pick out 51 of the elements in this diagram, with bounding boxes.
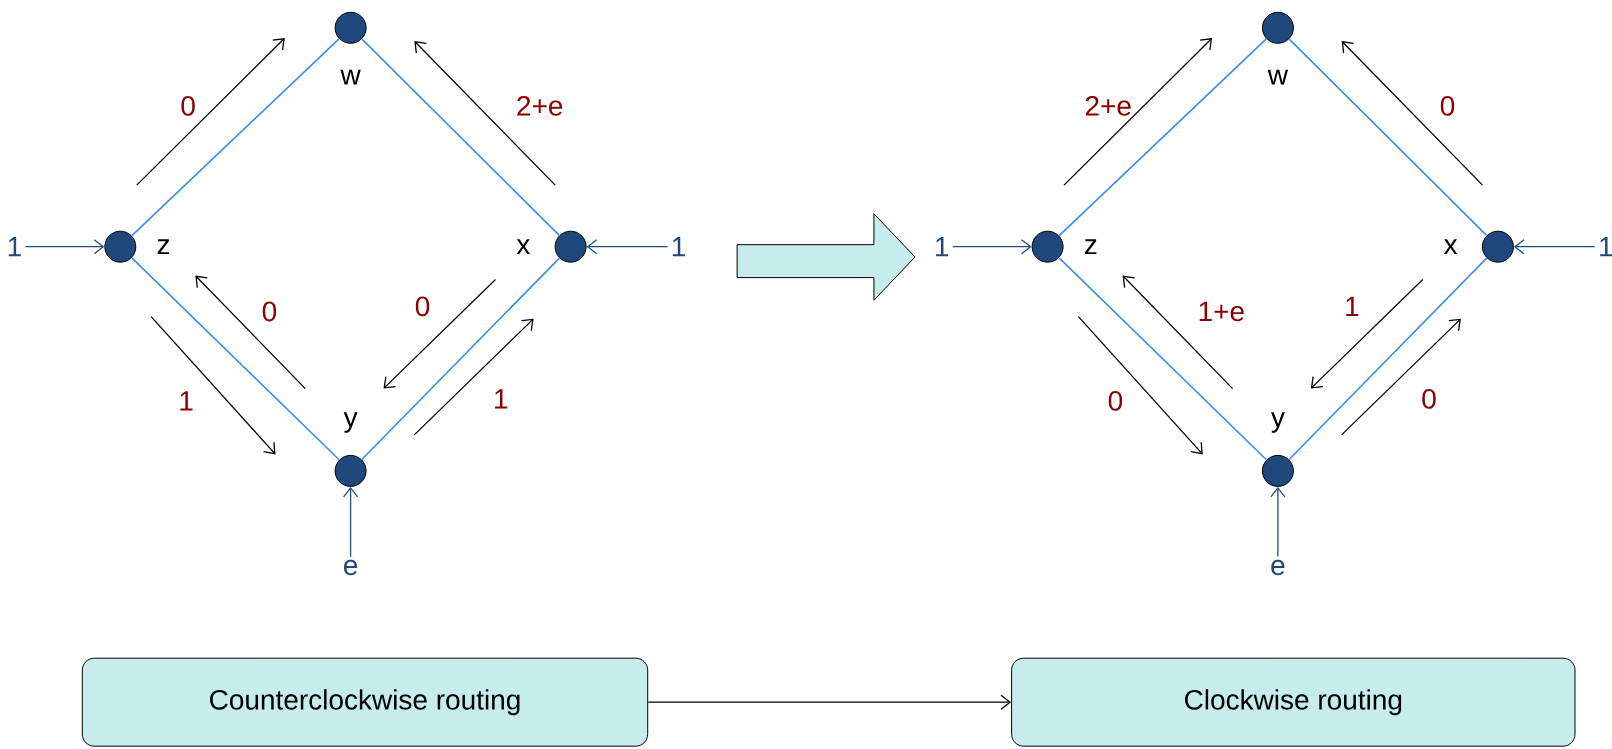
- node-name: z: [157, 239, 170, 255]
- arrow: [952, 239, 1032, 255]
- flow-value: 0: [262, 301, 277, 322]
- node-name: z: [1084, 239, 1097, 255]
- flow-value: 0: [181, 96, 195, 116]
- node-name: x: [516, 239, 530, 255]
- arrow: [1270, 486, 1286, 558]
- input-label: 1: [672, 237, 685, 257]
- link-line: [361, 38, 561, 237]
- node-name: w: [340, 69, 361, 85]
- node-name: y: [343, 412, 358, 433]
- input-label: 1: [8, 237, 21, 257]
- arrow: [24, 239, 105, 255]
- dot: [554, 230, 587, 263]
- arrow: [586, 239, 669, 255]
- flow-value: 0: [1422, 389, 1436, 409]
- flow-value: 1: [1346, 296, 1359, 316]
- arrow: [647, 694, 1012, 710]
- dot: [334, 454, 367, 487]
- input-label: e: [1271, 559, 1285, 576]
- node-name: x: [1443, 239, 1458, 255]
- arrow: [342, 486, 359, 558]
- node-name: y: [1270, 412, 1285, 433]
- flow-value: 0: [1440, 96, 1455, 116]
- flow-value: 1: [180, 391, 193, 411]
- input-label: 1: [1600, 237, 1612, 257]
- flow-value: 0: [1108, 391, 1123, 411]
- input-label: 1: [936, 237, 949, 257]
- node-name: w: [1267, 69, 1289, 85]
- arrow: [1513, 239, 1596, 255]
- flow-value: 2+e: [1085, 96, 1131, 116]
- dot: [104, 230, 137, 263]
- dot: [1261, 454, 1294, 487]
- link-line: [1288, 38, 1488, 237]
- dot: [334, 11, 367, 44]
- flow-value: 0: [415, 296, 430, 317]
- link-line: [1058, 38, 1268, 237]
- flow-value: 1: [495, 389, 508, 409]
- link-line: [1288, 257, 1488, 461]
- link-line: [131, 38, 340, 237]
- dot: [1031, 230, 1064, 263]
- link-line: [131, 257, 340, 461]
- dot: [1261, 11, 1294, 44]
- link-line: [361, 257, 561, 461]
- text-box: Counterclockwise routing: [81, 657, 649, 747]
- link-line: [1058, 257, 1268, 461]
- flow-value: 1+e: [1199, 301, 1244, 322]
- input-label: e: [344, 559, 358, 576]
- flow-value: 2+e: [517, 96, 563, 116]
- text-box: Clockwise routing: [1011, 657, 1576, 747]
- dot: [1481, 230, 1514, 263]
